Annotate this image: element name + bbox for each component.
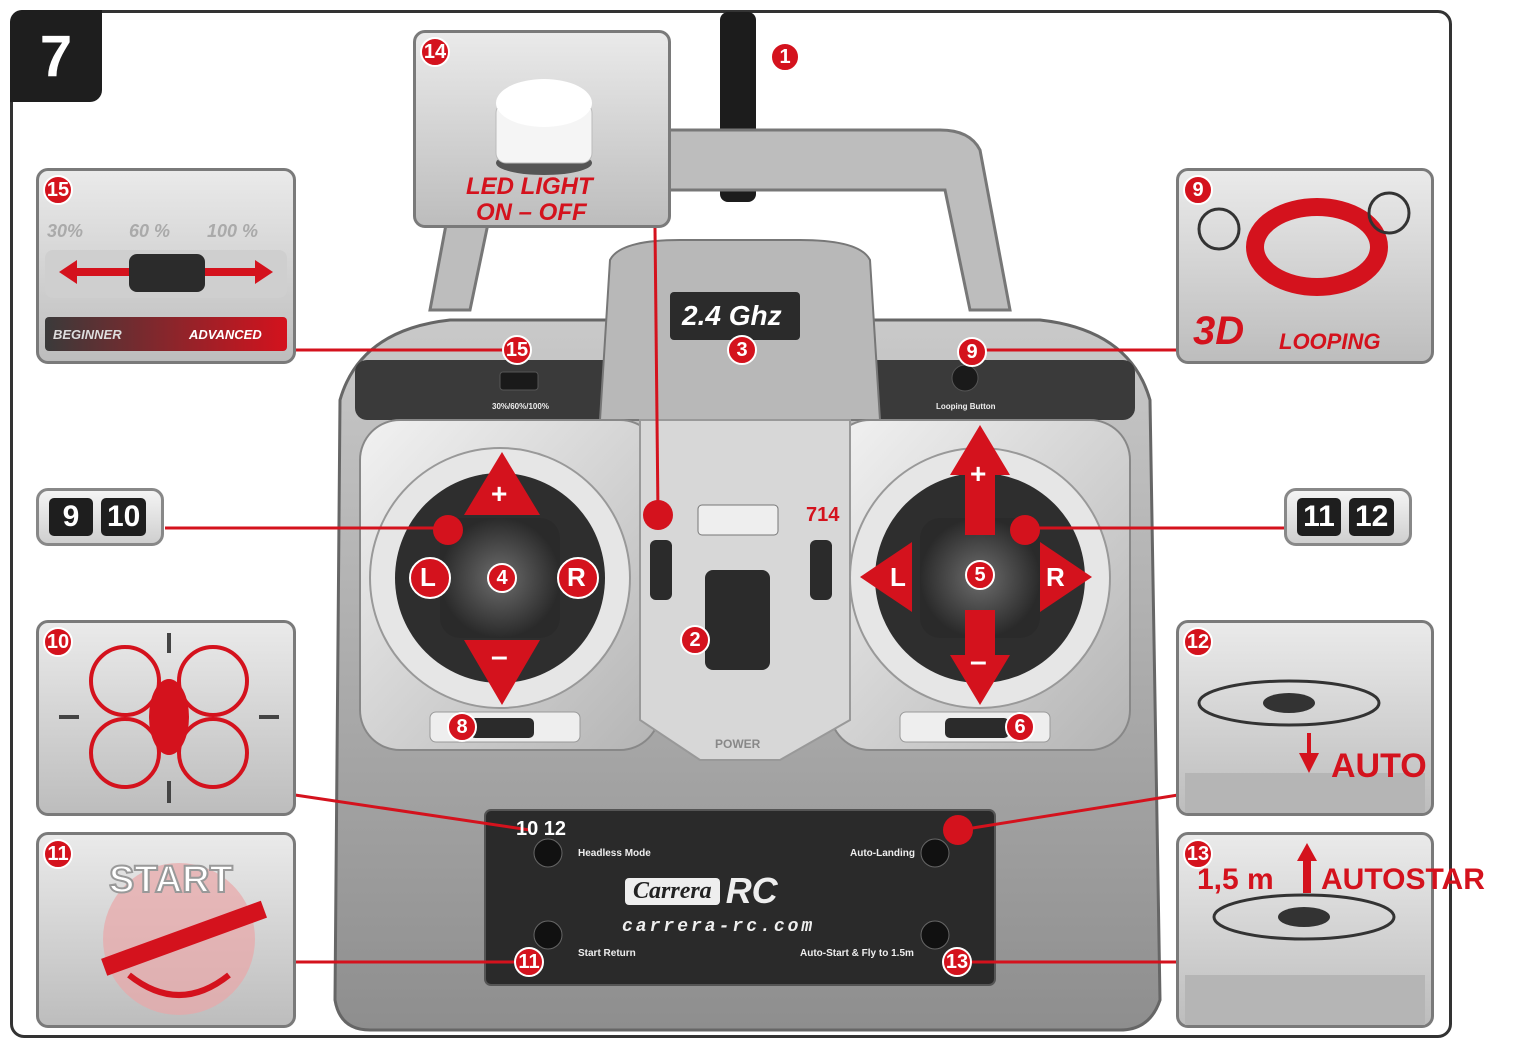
autolanding-button bbox=[920, 838, 950, 868]
startreturn-label: Start Return bbox=[578, 948, 636, 959]
speed-bar bbox=[45, 317, 287, 351]
right-stick-left-label: L bbox=[890, 562, 906, 592]
figure-frame bbox=[10, 10, 1452, 1038]
headless-label: Headless Mode bbox=[578, 848, 651, 859]
brand-rc: RC bbox=[725, 870, 778, 911]
auto-landing-panel: 12 AUTO bbox=[1176, 620, 1434, 816]
led-line1: LED LIGHT bbox=[466, 173, 593, 200]
beginner-label: BEGINNER bbox=[53, 327, 122, 342]
start-propeller-graphic bbox=[101, 863, 267, 1015]
callout-autostart: 13 bbox=[942, 947, 972, 977]
callout-antenna: 1 bbox=[770, 42, 800, 72]
speed-30: 30% bbox=[47, 221, 84, 241]
advanced-label: ADVANCED bbox=[189, 327, 262, 342]
right-number-11: 11 bbox=[1297, 498, 1341, 536]
left-stick-down-label: – bbox=[491, 640, 508, 673]
looping-word: LOOPING bbox=[1279, 329, 1381, 354]
headless-button bbox=[533, 838, 563, 868]
brand-name: Carrera bbox=[625, 877, 720, 905]
right-stick-center-badge: 5 bbox=[965, 560, 995, 590]
power-switch bbox=[705, 570, 770, 670]
headless-panel: 10 bbox=[36, 620, 296, 816]
autostart-button bbox=[920, 920, 950, 950]
callout-power: 2 bbox=[680, 625, 710, 655]
looping-graphic bbox=[1197, 191, 1411, 296]
power-label: POWER bbox=[715, 737, 761, 751]
autolanding-label: Auto-Landing bbox=[850, 848, 915, 859]
right-stick-down-label: – bbox=[970, 645, 987, 678]
callout-speed-switch: 15 bbox=[502, 335, 532, 365]
website-label: carrera-rc.com bbox=[622, 917, 816, 937]
frequency-display bbox=[670, 292, 800, 340]
startreturn-button bbox=[533, 920, 563, 950]
autostart-badge: 13 bbox=[1183, 839, 1213, 869]
auto-landing-text: AUTO bbox=[1331, 747, 1427, 785]
speed-panel-badge: 15 bbox=[43, 175, 73, 205]
headless-panel-badge: 10 bbox=[43, 627, 73, 657]
start-text: START bbox=[108, 858, 234, 902]
frequency-label: 2.4 Ghz bbox=[682, 300, 782, 331]
led-line2: ON – OFF bbox=[476, 199, 587, 226]
callout-trim-right: 6 bbox=[1005, 712, 1035, 742]
speed-panel: 15 30% 60 % 100 % BEGINNER ADVANCED bbox=[36, 168, 296, 364]
left-stick-left-label: L bbox=[420, 562, 436, 592]
left-stick-up-label: + bbox=[491, 478, 508, 509]
speed-100: 100 % bbox=[207, 221, 259, 241]
left-stick-center-badge: 4 bbox=[487, 563, 517, 593]
led-bulb-icon bbox=[495, 79, 593, 175]
led-light-panel: 14 LED LIGHT ON – OFF bbox=[413, 30, 671, 228]
left-number-box: 9 10 bbox=[36, 488, 164, 546]
auto-landing-badge: 12 bbox=[1183, 627, 1213, 657]
callout-start-return: 11 bbox=[514, 947, 544, 977]
looping-panel: 9 3D LOOPING bbox=[1176, 168, 1434, 364]
callout-trim-pair: 714 bbox=[806, 504, 840, 526]
callout-freq: 3 bbox=[727, 335, 757, 365]
speed-60: 60 % bbox=[129, 221, 171, 241]
figure-number: 7 bbox=[10, 10, 102, 102]
left-number-9: 9 bbox=[49, 498, 93, 536]
autostart-height: 1,5 m bbox=[1197, 863, 1274, 896]
autostart-graphic bbox=[1185, 893, 1425, 1025]
led-panel-badge: 14 bbox=[420, 37, 450, 67]
autostart-text: AUTOSTAR bbox=[1321, 863, 1485, 896]
right-number-box: 11 12 bbox=[1284, 488, 1412, 546]
start-panel: 11 START bbox=[36, 832, 296, 1028]
speed-switch-label: 30%/60%/100% bbox=[492, 402, 549, 411]
up-arrow-icon bbox=[1297, 843, 1317, 893]
start-panel-badge: 11 bbox=[43, 839, 73, 869]
left-stick-right-label: R bbox=[567, 562, 586, 592]
callout-headless-pair: 10 12 bbox=[516, 818, 567, 840]
auto-landing-graphic bbox=[1185, 679, 1425, 813]
autostart-panel: 13 1,5 m AUTOSTAR bbox=[1176, 832, 1485, 1028]
callout-trim-left: 8 bbox=[447, 712, 477, 742]
looping-button-label: Looping Button bbox=[936, 402, 996, 411]
callout-looping: 9 bbox=[957, 337, 987, 367]
right-stick-up-label: + bbox=[970, 458, 987, 489]
headless-drone-icon bbox=[59, 633, 279, 803]
left-number-10: 10 bbox=[101, 498, 147, 536]
speed-slider-graphic bbox=[45, 250, 287, 298]
looping-3d: 3D bbox=[1193, 309, 1245, 353]
looping-panel-badge: 9 bbox=[1183, 175, 1213, 205]
button-panel bbox=[484, 809, 996, 986]
right-number-12: 12 bbox=[1349, 498, 1395, 536]
right-stick-right-label: R bbox=[1046, 562, 1065, 592]
autostart-label: Auto-Start & Fly to 1.5m bbox=[800, 948, 914, 959]
brand-logo: Carrera RC bbox=[625, 870, 778, 912]
